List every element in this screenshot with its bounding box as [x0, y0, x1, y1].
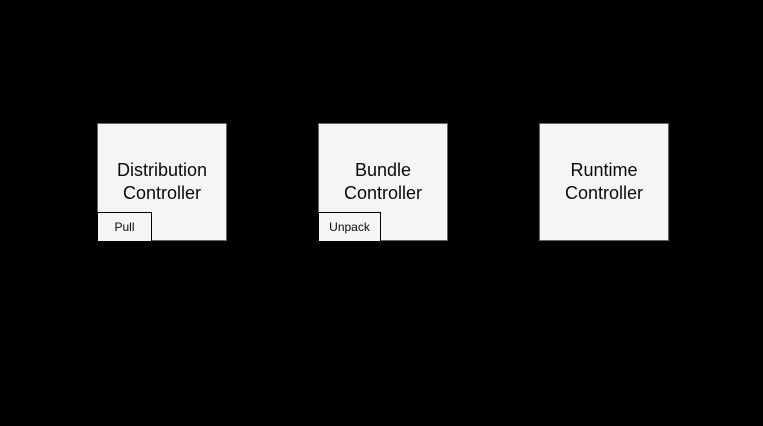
node-label-distribution-controller: Distribution Controller: [116, 160, 208, 203]
node-label-runtime-controller: Runtime Controller: [564, 160, 644, 203]
node-label-bundle-controller: Bundle Controller: [343, 160, 423, 203]
action-box-unpack: Unpack: [318, 212, 381, 242]
node-runtime-controller: Runtime Controller: [539, 123, 669, 241]
node-bundle-controller: Bundle Controller Unpack: [318, 123, 448, 242]
node-distribution-controller: Distribution Controller Pull: [97, 123, 227, 242]
action-label-pull: Pull: [114, 220, 135, 234]
action-label-unpack: Unpack: [329, 220, 370, 234]
action-box-pull: Pull: [97, 212, 152, 242]
